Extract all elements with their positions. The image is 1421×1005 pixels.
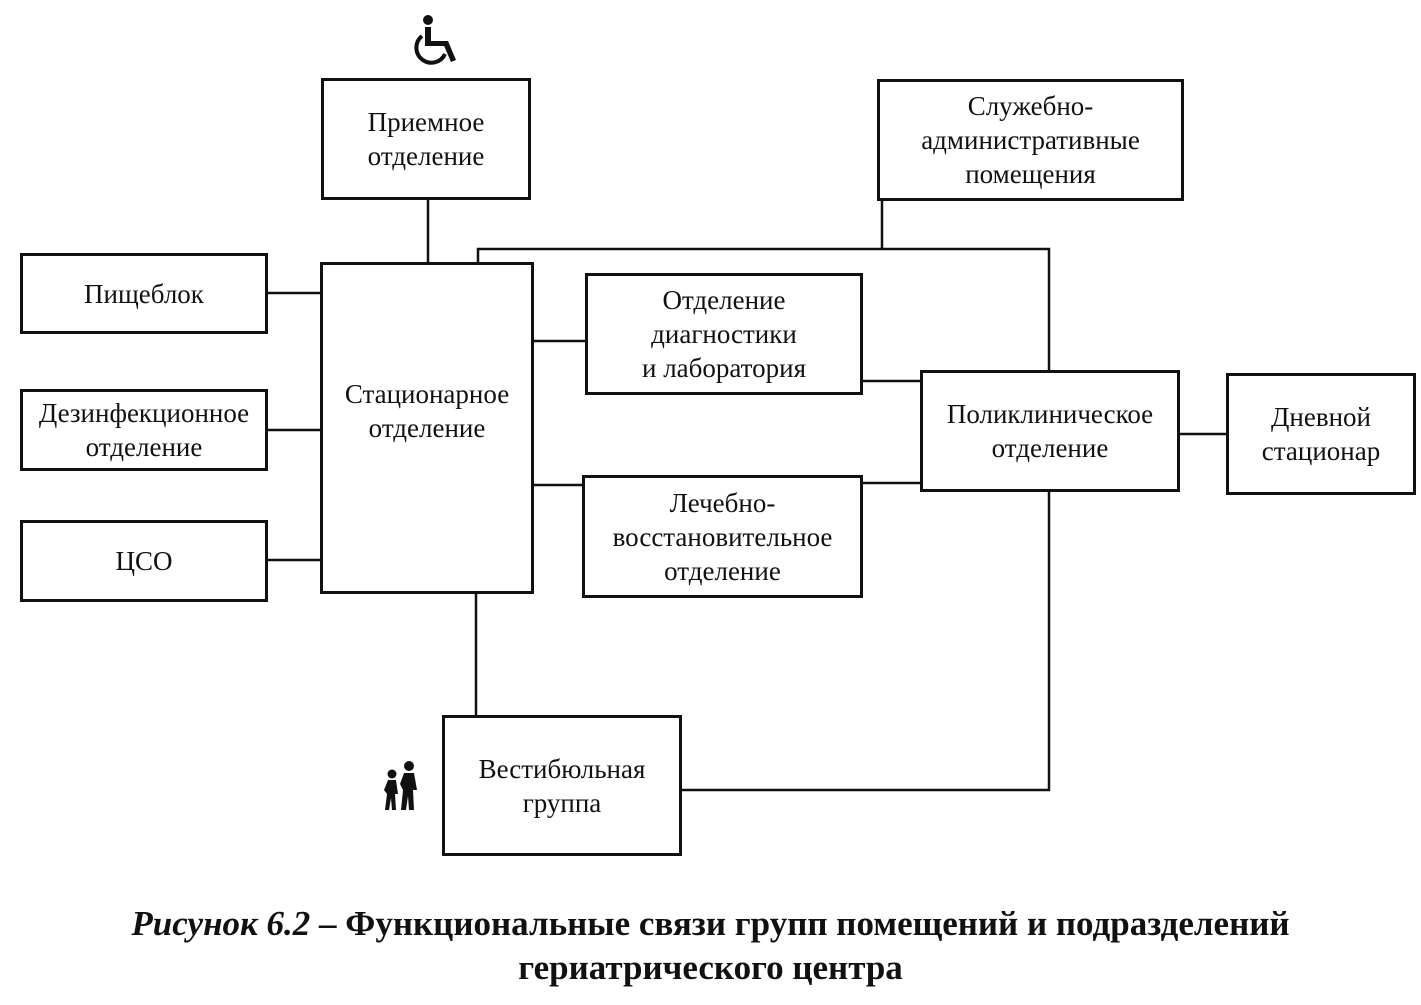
node-cso: ЦСО — [20, 520, 268, 602]
node-otdelenie-diagnostiki: Отделение диагностики и лаборатория — [585, 273, 863, 395]
node-priemnoe-otdelenie: Приемное отделение — [321, 78, 531, 200]
wheelchair-icon — [414, 15, 456, 65]
node-dezinfekcionnoe-otdelenie: Дезинфекционное отделение — [20, 389, 268, 471]
node-lechebno-vosstanovitelnoe: Лечебно- восстановительное отделение — [582, 475, 863, 598]
figure-label: Рисунок 6.2 — [131, 904, 311, 943]
node-vestibulnaya-gruppa: Вестибюльная группа — [442, 715, 682, 856]
node-pischeblok: Пищеблок — [20, 253, 268, 334]
node-poliklinicheskoe-otdelenie: Поликлиническое отделение — [920, 370, 1180, 492]
line-stacionarnoe-poliklinicheskoe-top — [476, 247, 1051, 371]
line-vestibulnaya-poliklinicheskoe — [681, 490, 1051, 792]
people-icon — [384, 761, 417, 810]
figure-caption-text: – Функциональные связи групп помещений и… — [319, 904, 1290, 987]
node-dnevnoi-stacionar: Дневной стационар — [1226, 373, 1416, 495]
node-sluzhebno-administrativnye: Служебно- административные помещения — [877, 79, 1184, 201]
node-stacionarnoe-otdelenie: Стационарное отделение — [320, 262, 534, 594]
figure-caption: Рисунок 6.2 – Функциональные связи групп… — [0, 902, 1421, 990]
